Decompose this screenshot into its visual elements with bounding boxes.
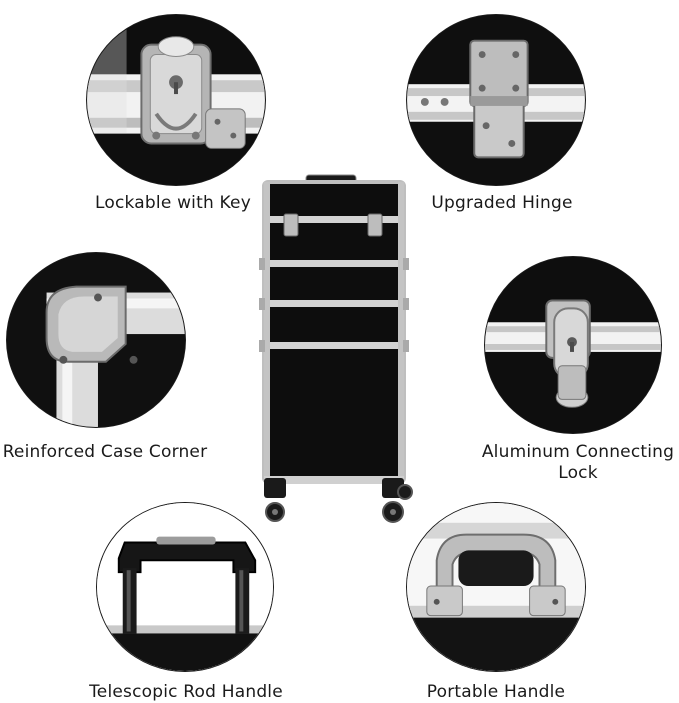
lock-key-label: Lockable with Key <box>95 193 251 213</box>
portable-handle-label: Portable Handle <box>426 682 566 702</box>
telescopic-handle-icon <box>97 503 273 671</box>
rod-handle-label: Telescopic Rod Handle <box>89 682 283 702</box>
portable-handle-closeup <box>406 502 586 672</box>
trolley-case-icon <box>259 174 413 523</box>
hinge-label: Upgraded Hinge <box>431 193 573 213</box>
key-lock-icon <box>87 15 265 185</box>
carry-handle-icon <box>407 503 585 671</box>
corner-label: Reinforced Case Corner <box>2 442 208 462</box>
case-corner-icon <box>7 253 185 427</box>
trolley-case-image <box>256 172 422 532</box>
connecting-lock-icon <box>485 257 661 433</box>
connecting-lock-label: Aluminum Connecting Lock <box>481 442 675 483</box>
corner-closeup <box>6 252 186 428</box>
rod-handle-closeup <box>96 502 274 672</box>
connecting-lock-closeup <box>484 256 662 434</box>
hinge-icon <box>407 15 585 185</box>
lock-key-closeup <box>86 14 266 186</box>
hinge-closeup <box>406 14 586 186</box>
